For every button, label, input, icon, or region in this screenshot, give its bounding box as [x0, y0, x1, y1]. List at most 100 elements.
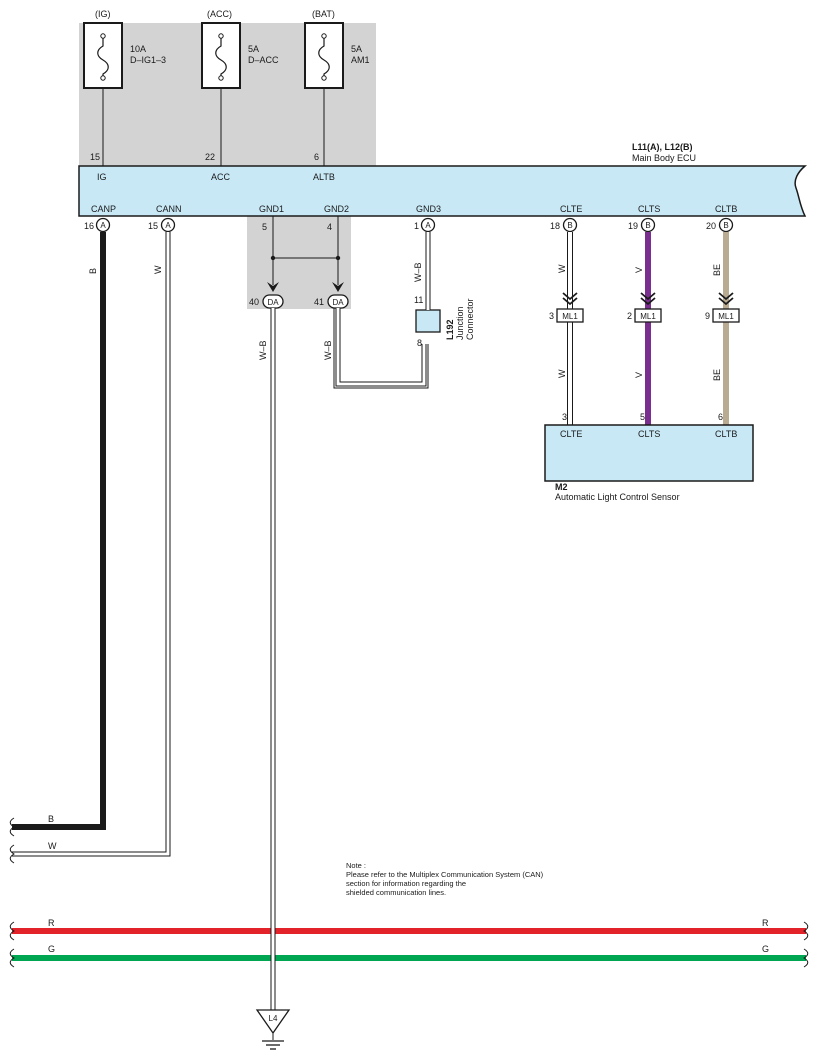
bus-g-break-right: [803, 948, 809, 968]
fuse-ig-pin: 15: [90, 152, 100, 162]
ecu-terminal-clte: CLTE: [560, 204, 582, 214]
bus-r-break-right: [803, 921, 809, 941]
sensor-pin-clts: 5: [640, 412, 645, 422]
pin-clte: 18: [550, 221, 560, 231]
fuse-bat-symbol: [318, 36, 330, 78]
ml1-connector-clts-label: ML1: [640, 312, 656, 321]
bus-g-label-left: G: [48, 944, 55, 954]
wire-clts-label-lower: V: [634, 372, 644, 378]
chevron-clte: [562, 292, 578, 306]
bus-g-label-right: G: [762, 944, 769, 954]
ecu-terminal-canp: CANP: [91, 204, 116, 214]
bus-w-break: [9, 844, 15, 864]
fuse-ig-bottom-terminal: [100, 75, 106, 81]
ground-shade-area: [247, 215, 351, 309]
ecu-terminal-acc: ACC: [211, 172, 231, 182]
wire-gnd-label: W–B: [258, 340, 268, 360]
wire-gnd2-junction-outline: [335, 308, 427, 387]
sensor-box: [544, 424, 754, 482]
ecu-name: Main Body ECU: [632, 153, 696, 163]
da-pin-41: 41: [314, 297, 324, 307]
bus-r-label-left: R: [48, 918, 55, 928]
bus-g-break-left: [9, 948, 15, 968]
pin-canp: 16: [84, 221, 94, 231]
connector-cann: [160, 217, 176, 233]
connector-canp: [95, 217, 111, 233]
sensor-pin-clte: 3: [562, 412, 567, 422]
ecu-terminal-ig: IG: [97, 172, 107, 182]
fuse-bat-source: (BAT): [312, 9, 335, 19]
wire-canp: [12, 232, 106, 830]
ecu-code: L11(A), L12(B): [632, 142, 693, 152]
sensor-terminal-clts: CLTS: [638, 429, 660, 439]
fuse-ig-name: D–IG1–3: [130, 55, 166, 65]
bus-b-label: B: [48, 814, 54, 824]
pin-clts: 19: [628, 221, 638, 231]
connector-canp-label: A: [100, 221, 106, 230]
junction-line2: Connector: [465, 298, 475, 340]
sensor-terminal-cltb: CLTB: [715, 429, 737, 439]
wire-cann-label: W: [153, 265, 163, 274]
note-line-4: shielded communication lines.: [346, 888, 446, 897]
fuse-ig-top-terminal: [100, 33, 106, 39]
ecu-terminal-gnd3: GND3: [416, 204, 441, 214]
wire-gnd3-label: W–B: [413, 262, 423, 282]
pin-gnd3: 1: [414, 221, 419, 231]
ground-label: L4: [269, 1014, 278, 1023]
wire-cltb-label-lower: BE: [712, 369, 722, 381]
fuse-ig-rating: 10A: [130, 44, 146, 54]
fuse-ig: (IG) 10A D–IG1–3 15: [83, 9, 166, 166]
chevron-clts: [640, 292, 656, 306]
ml1-connector-cltb-label: ML1: [718, 312, 734, 321]
bus-w-label: W: [48, 841, 57, 851]
connector-cltb-label: B: [723, 221, 728, 230]
ground-triangle: [255, 1009, 291, 1035]
connector-gnd3-label: A: [425, 221, 431, 230]
fuse-bat-pin: 6: [314, 152, 319, 162]
ml1-connector-clte-label: ML1: [562, 312, 578, 321]
ecu-box: [78, 165, 808, 217]
fuse-acc: (ACC) 5A D–ACC 22: [201, 9, 279, 166]
ecu-terminal-cltb: CLTB: [715, 204, 737, 214]
fuse-ig-source: (IG): [95, 9, 111, 19]
splice-point-left: [270, 255, 276, 261]
connector-clte-label: B: [567, 221, 572, 230]
wire-cann-outline: [12, 232, 171, 857]
ecu-terminal-cann: CANN: [156, 204, 182, 214]
fuse-bat-top-terminal: [321, 33, 327, 39]
sensor-terminal-clte: CLTE: [560, 429, 582, 439]
pin-cltb: 20: [706, 221, 716, 231]
connector-clts: [640, 217, 656, 233]
connector-gnd3: [420, 217, 436, 233]
da-connector-41-label: DA: [332, 298, 344, 307]
note-line-3: section for information regarding the: [346, 879, 466, 888]
fuse-acc-source: (ACC): [207, 9, 232, 19]
arrow-gnd2: [332, 282, 344, 292]
connector-clte: [562, 217, 578, 233]
fuse-acc-name: D–ACC: [248, 55, 279, 65]
fuse-acc-top-terminal: [218, 33, 224, 39]
wire-cltb-label-upper: BE: [712, 264, 722, 276]
splice-point-right: [335, 255, 341, 261]
sensor-pin-cltb: 6: [718, 412, 723, 422]
bus-r-label-right: R: [762, 918, 769, 928]
wire-clts-label-upper: V: [634, 267, 644, 273]
ml1-connector-clts: [634, 308, 662, 323]
fuse-bat-rating: 5A: [351, 44, 362, 54]
ecu-terminal-clts: CLTS: [638, 204, 660, 214]
junction-line1: Junction: [455, 306, 465, 340]
wire-gnd2-junction-fill: [336, 308, 426, 386]
junction-pin-bottom: 8: [417, 338, 422, 348]
fuse-acc-rating: 5A: [248, 44, 259, 54]
bus-r-break-left: [9, 921, 15, 941]
fuse-bat: (BAT) 5A AM1 6: [304, 9, 370, 166]
connector-clts-label: B: [645, 221, 650, 230]
sensor-name: Automatic Light Control Sensor: [555, 492, 680, 502]
arrow-gnd1: [267, 282, 279, 292]
junction-connector: [415, 309, 441, 333]
pin-gnd2: 4: [327, 222, 332, 232]
junction-code: L192: [445, 319, 455, 340]
ml1-pin-clts: 2: [627, 311, 632, 321]
ecu-terminal-altb: ALTB: [313, 172, 335, 182]
